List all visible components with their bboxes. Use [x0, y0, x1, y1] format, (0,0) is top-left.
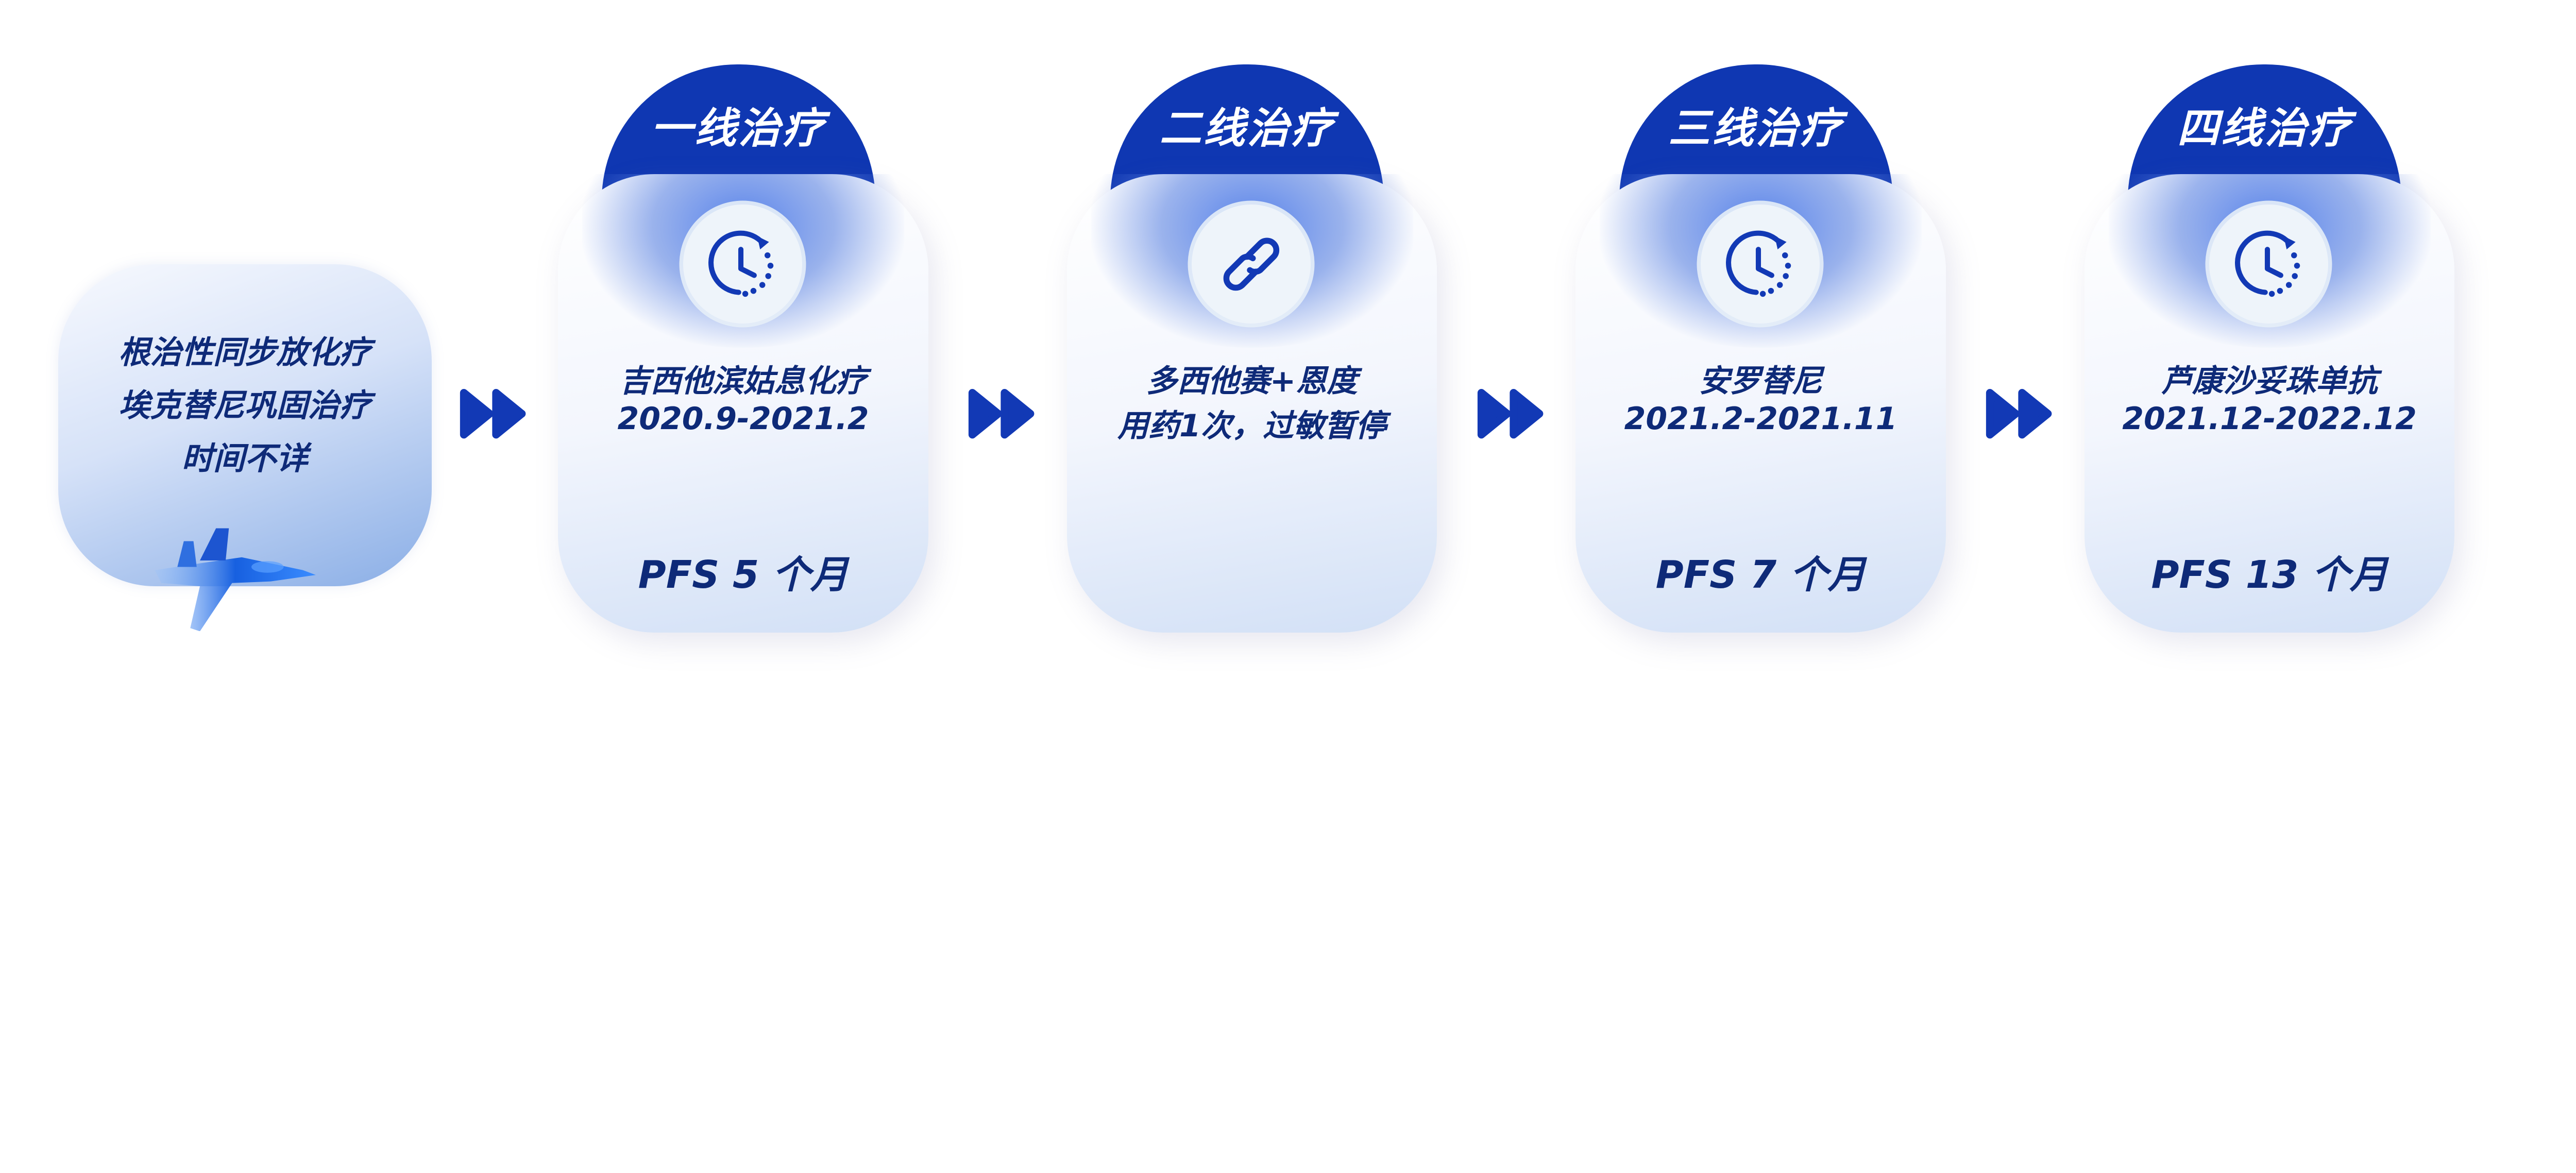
stage-card: 芦康沙妥珠单抗 2021.12-2022.12 PFS 13 个月	[2084, 174, 2455, 633]
stage-line-2: 二线治疗 多西他赛+恩度 用药1次，过敏暂停	[1066, 64, 1437, 638]
clock-icon	[2209, 204, 2329, 324]
stage-pfs: PFS 13 个月	[2151, 553, 2388, 598]
stage-line-1: 一线治疗 吉西他滨姑息化疗 2020.9-2021.2 PFS 5 个月	[558, 64, 928, 638]
stage-period: 2021.2-2021.11	[1624, 401, 1897, 437]
stage-card: 吉西他滨姑息化疗 2020.9-2021.2 PFS 5 个月	[558, 174, 928, 633]
stage-card: 多西他赛+恩度 用药1次，过敏暂停	[1066, 174, 1437, 633]
initial-line-1: 根治性同步放化疗	[118, 334, 371, 371]
stage-title: 二线治疗	[1159, 105, 1335, 154]
stage-regimen: 多西他赛+恩度	[1146, 363, 1358, 399]
initial-line-2: 埃克替尼巩固治疗	[118, 387, 371, 424]
initial-treatment-text: 根治性同步放化疗 埃克替尼巩固治疗 时间不详	[118, 326, 371, 485]
clock-icon	[1700, 204, 1820, 324]
next-arrow-icon	[460, 389, 526, 439]
clock-icon	[683, 204, 802, 324]
stage-note: 用药1次，过敏暂停	[1117, 408, 1386, 445]
jet-icon	[155, 528, 316, 631]
initial-treatment-card: 根治性同步放化疗 埃克替尼巩固治疗 时间不详	[58, 264, 432, 586]
stage-period: 2021.12-2022.12	[2122, 401, 2417, 437]
stage-regimen: 安罗替尼	[1699, 363, 1823, 399]
stage-line-3: 三线治疗 安罗替尼 2021.2-2021.11 PFS 7 个月	[1575, 64, 1946, 638]
stage-regimen: 芦康沙妥珠单抗	[2161, 363, 2378, 399]
stage-title: 三线治疗	[1668, 105, 1844, 154]
stage-pfs: PFS 7 个月	[1655, 553, 1866, 598]
next-arrow-icon	[1477, 389, 1543, 439]
initial-line-3: 时间不详	[181, 440, 308, 478]
stage-pfs: PFS 5 个月	[638, 553, 849, 598]
stage-regimen: 吉西他滨姑息化疗	[619, 363, 867, 399]
stage-title: 四线治疗	[2177, 105, 2352, 154]
next-arrow-icon	[969, 389, 1035, 439]
stage-card: 安罗替尼 2021.2-2021.11 PFS 7 个月	[1575, 174, 1946, 633]
stage-line-4: 四线治疗 芦康沙妥珠单抗 2021.12-2022.12 PFS 13 个月	[2084, 64, 2455, 638]
stage-title: 一线治疗	[651, 105, 826, 154]
link-icon	[1192, 204, 1311, 324]
next-arrow-icon	[1986, 389, 2052, 439]
stage-period: 2020.9-2021.2	[617, 401, 869, 437]
